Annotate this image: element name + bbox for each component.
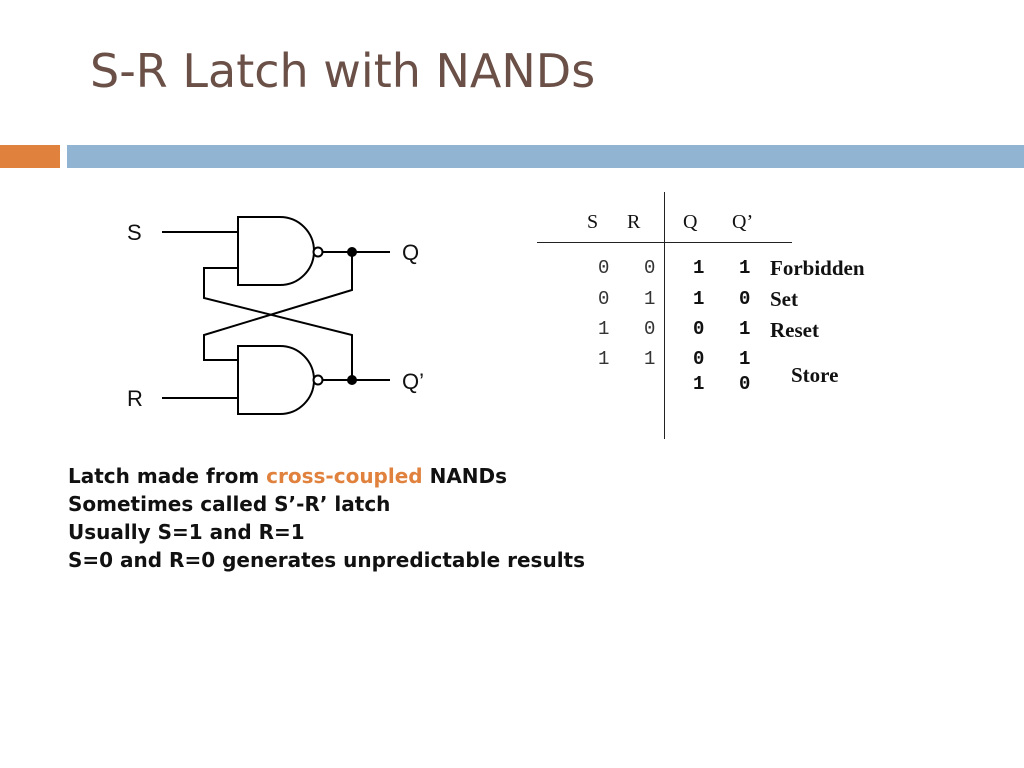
nand-gate-bottom — [237, 345, 315, 415]
cell-r: 1 — [644, 288, 656, 310]
inversion-bubble-top — [312, 246, 324, 258]
junction-dot-q-bar — [347, 375, 357, 385]
cell-q-bar: 0 — [739, 288, 751, 310]
wire-feedback-q-bar — [203, 267, 353, 380]
wire-feedback-q — [203, 252, 353, 361]
cell-q-alt: 1 — [693, 373, 705, 395]
table-column-rule — [664, 192, 665, 439]
state-reset: Reset — [770, 318, 819, 342]
header-q-bar: Q’ — [732, 211, 754, 233]
header-r: R — [627, 211, 641, 233]
label-q-bar: Q’ — [402, 369, 424, 394]
junction-dot-q — [347, 247, 357, 257]
note-line: Usually S=1 and R=1 — [68, 520, 305, 544]
slide-title: S-R Latch with NANDs — [90, 44, 596, 98]
cell-s: 1 — [598, 318, 610, 340]
cell-q-bar: 1 — [739, 318, 751, 340]
cell-q-bar: 1 — [739, 257, 751, 279]
cell-q-bar-alt: 0 — [739, 373, 751, 395]
note-highlight: cross-coupled — [266, 464, 423, 488]
note-text: NANDs — [422, 464, 508, 488]
cell-r: 0 — [644, 318, 656, 340]
note-line: Latch made from cross-coupled NANDs — [68, 462, 585, 490]
label-r: R — [127, 386, 143, 411]
cell-s: 0 — [598, 257, 610, 279]
header-s: S — [587, 211, 599, 233]
notes-block: Latch made from cross-coupled NANDs Some… — [68, 462, 585, 574]
cell-q-bar: 1 — [739, 348, 751, 370]
cell-s: 0 — [598, 288, 610, 310]
cell-q: 0 — [693, 318, 705, 340]
cell-r: 0 — [644, 257, 656, 279]
cell-q: 0 — [693, 348, 705, 370]
title-accent-bar — [0, 145, 60, 168]
header-q: Q — [683, 211, 698, 233]
note-text: Latch made from — [68, 464, 267, 488]
label-s: S — [127, 220, 142, 245]
state-set: Set — [770, 287, 798, 311]
inversion-bubble-bottom — [312, 374, 324, 386]
nand-gate-top — [237, 216, 315, 286]
state-forbidden: Forbidden — [770, 256, 865, 280]
note-line: Sometimes called S’-R’ latch — [68, 492, 391, 516]
note-line: S=0 and R=0 generates unpredictable resu… — [68, 548, 586, 572]
state-store: Store — [791, 363, 839, 387]
cell-s: 1 — [598, 348, 610, 370]
cell-q: 1 — [693, 288, 705, 310]
title-divider-bar — [67, 145, 1024, 168]
label-q: Q — [402, 240, 420, 265]
cell-q: 1 — [693, 257, 705, 279]
cell-r: 1 — [644, 348, 656, 370]
